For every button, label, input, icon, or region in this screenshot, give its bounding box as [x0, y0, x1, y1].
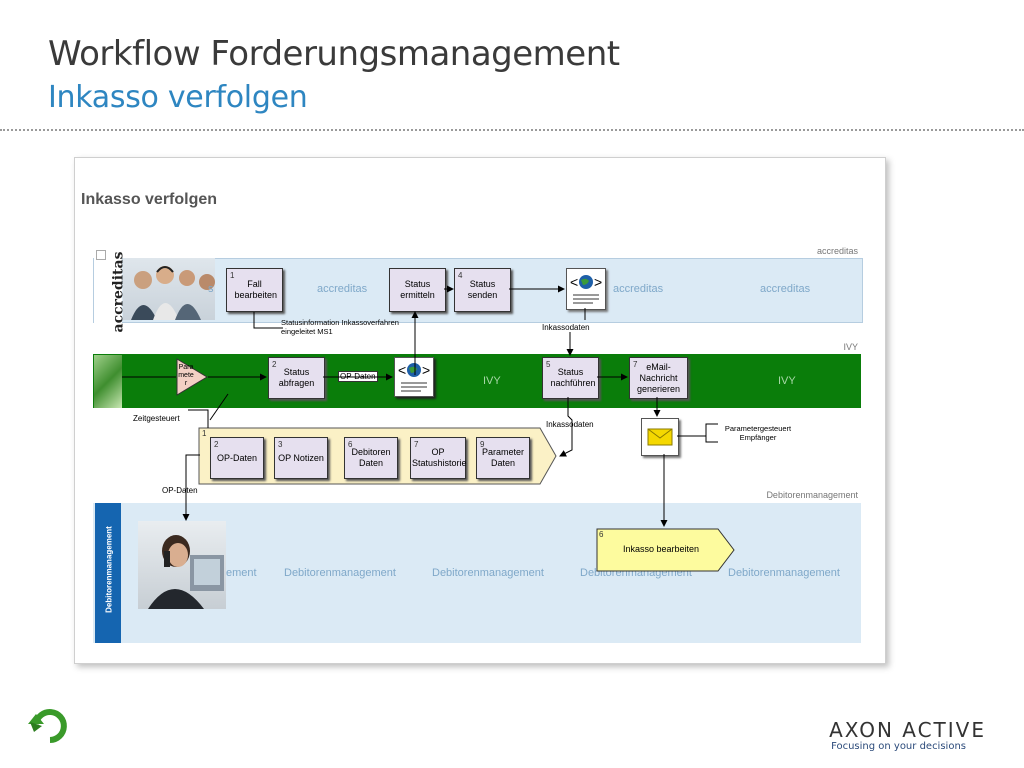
svg-text:<: <	[570, 274, 578, 290]
lane-watermark: Debitorenmanagement	[432, 567, 544, 579]
lane-ivy	[93, 354, 861, 408]
data-item-debitoren-daten[interactable]: 6 Debitoren Daten	[344, 437, 398, 479]
task-inkasso-bearbeiten[interactable]: 6 Inkasso bearbeiten	[596, 528, 736, 572]
lane-watermark: IVY	[483, 375, 501, 387]
task-fall-bearbeiten[interactable]: 1 Fall bearbeiten	[226, 268, 283, 312]
data-item-parameter-daten[interactable]: 9 Parameter Daten	[476, 437, 530, 479]
call-center-photo	[123, 258, 215, 320]
web-document-icon: <>	[394, 357, 434, 397]
lane-watermark: IVY	[778, 375, 796, 387]
slide-title: Workflow Forderungsmanagement	[48, 34, 620, 74]
lane-watermark: Debitorenmanagement	[728, 567, 840, 579]
label-inkassodaten-1: Inkassodaten	[542, 323, 590, 332]
annotation-parametergesteuert: Parametergesteuert Empfänger	[724, 424, 792, 442]
company-tagline: Focusing on your decisions	[831, 741, 966, 752]
back-arrow-icon[interactable]	[28, 704, 74, 748]
slide-subtitle: Inkasso verfolgen	[48, 80, 308, 115]
lane-watermark: s	[208, 283, 214, 295]
accreditas-logo: accreditas	[94, 250, 126, 332]
lane-name-ivy: IVY	[843, 342, 858, 352]
web-document-icon: <>	[566, 268, 606, 310]
svg-text:>: >	[422, 362, 430, 378]
data-item-op-statushistorie[interactable]: 7 OP Statushistorie	[410, 437, 467, 479]
data-item-op-daten[interactable]: 2 OP-Daten	[210, 437, 264, 479]
label-op-daten-flow: OP-Daten	[338, 371, 378, 382]
lane-watermark: ement	[226, 567, 257, 579]
task-status-senden[interactable]: 4 Status senden	[454, 268, 511, 312]
svg-text:<: <	[398, 362, 406, 378]
lane-name-debitoren: Debitorenmanagement	[766, 490, 858, 500]
lane-side-label: Debitorenmanagement	[95, 503, 121, 643]
agent-photo	[138, 521, 226, 609]
start-event-parameter[interactable]: Parameter	[176, 358, 208, 396]
lane-watermark: accreditas	[317, 283, 368, 295]
title-divider	[0, 129, 1024, 131]
lane-name-accreditas: accreditas	[816, 246, 858, 256]
lane-watermark: accreditas	[760, 283, 811, 295]
task-status-ermitteln[interactable]: Status ermitteln	[389, 268, 446, 312]
svg-text:>: >	[594, 274, 602, 290]
diagram-title: Inkasso verfolgen	[81, 191, 218, 208]
company-logo: AXON ACTIVE	[829, 718, 986, 742]
lane-watermark: Debitorenmanagement	[284, 567, 396, 579]
annotation-statusinfo: Statusinformation Inkassoverfahren einge…	[281, 318, 399, 336]
task-email-generieren[interactable]: 7 eMail-Nachricht generieren	[629, 357, 688, 399]
task-status-nachfuehren[interactable]: 5 Status nachführen	[542, 357, 599, 399]
ivy-leaf-image	[94, 355, 122, 408]
data-item-op-notizen[interactable]: 3 OP Notizen	[274, 437, 328, 479]
lane-watermark: accreditas	[613, 283, 664, 295]
label-op-daten-left: OP-Daten	[162, 486, 198, 495]
task-status-abfragen[interactable]: 2 Status abfragen	[268, 357, 325, 399]
mail-icon	[641, 418, 679, 456]
label-zeitgesteuert: Zeitgesteuert	[133, 414, 180, 423]
